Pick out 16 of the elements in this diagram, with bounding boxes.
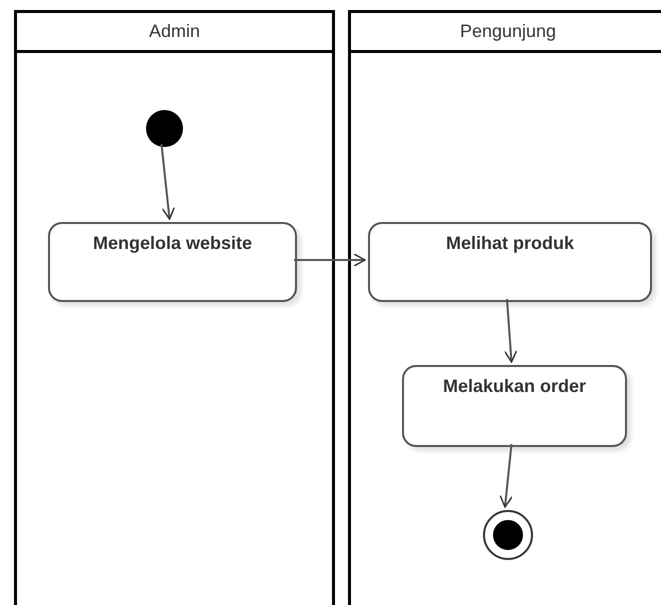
- swimlane: [14, 10, 335, 605]
- action-label: Melihat produk: [446, 232, 574, 254]
- arrow: [499, 444, 513, 508]
- action-label: Melakukan order: [442, 375, 586, 398]
- action-box: [402, 365, 627, 447]
- arrow: [294, 253, 366, 267]
- action-box: [48, 222, 297, 302]
- start-node: [146, 110, 183, 147]
- end-node: [483, 510, 533, 560]
- lane-title: Admin: [148, 20, 200, 43]
- swimlane: [348, 10, 661, 605]
- action-box: [368, 222, 652, 302]
- lane-title: Pengunjung: [460, 20, 556, 43]
- arrow: [504, 298, 518, 363]
- arrow: [160, 144, 176, 220]
- action-label: Mengelola website: [92, 232, 252, 254]
